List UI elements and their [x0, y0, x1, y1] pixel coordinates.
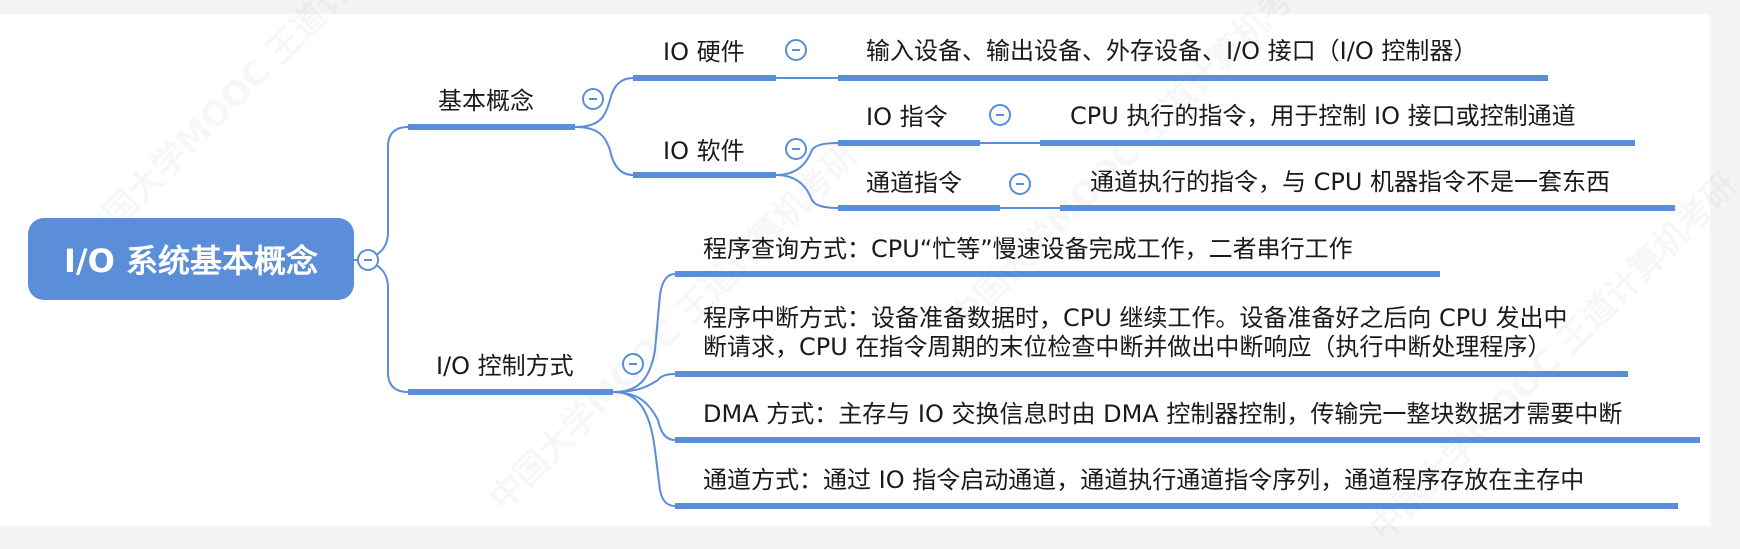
leaf-method-dma[interactable]: DMA 方式：主存与 IO 交换信息时由 DMA 控制器控制，传输完一整块数据才…: [703, 400, 1623, 428]
node-basic-concept[interactable]: 基本概念: [438, 87, 534, 115]
connector-control-method2: [612, 373, 676, 393]
connector-root-control: [353, 259, 409, 393]
collapse-basic-concept-icon[interactable]: [582, 88, 604, 110]
connector-software-channel: [775, 174, 839, 209]
connector-control-method1: [612, 273, 676, 393]
node-channel-instruction[interactable]: 通道指令: [866, 169, 962, 197]
connector-root-basic: [353, 126, 409, 261]
leaf-io-hardware-detail[interactable]: 输入设备、输出设备、外存设备、I/O 接口（I/O 控制器）: [866, 37, 1478, 65]
connector-software-ioinstr: [775, 142, 839, 176]
connector-control-method4: [612, 391, 676, 507]
leaf-method-interrupt-line2[interactable]: 断请求，CPU 在指令周期的末位检查中断并做出中断响应（执行中断处理程序）: [703, 333, 1552, 361]
collapse-channel-instruction-icon[interactable]: [1009, 173, 1031, 195]
leaf-channel-instruction-detail[interactable]: 通道执行的指令，与 CPU 机器指令不是一套东西: [1090, 168, 1611, 196]
node-io-hardware[interactable]: IO 硬件: [663, 38, 745, 66]
leaf-method-polling[interactable]: 程序查询方式：CPU“忙等”慢速设备完成工作，二者串行工作: [703, 235, 1353, 263]
node-io-software[interactable]: IO 软件: [663, 137, 745, 165]
connector-basic-hardware: [574, 77, 634, 128]
connector-control-method3: [612, 391, 676, 441]
collapse-io-software-icon[interactable]: [785, 138, 807, 160]
collapse-io-instruction-icon[interactable]: [989, 104, 1011, 126]
leaf-method-interrupt-line1[interactable]: 程序中断方式：设备准备数据时，CPU 继续工作。设备准备好之后向 CPU 发出中: [703, 304, 1568, 332]
leaf-io-instruction-detail[interactable]: CPU 执行的指令，用于控制 IO 接口或控制通道: [1070, 102, 1576, 130]
node-io-instruction[interactable]: IO 指令: [866, 103, 948, 131]
node-io-control[interactable]: I/O 控制方式: [436, 352, 574, 380]
root-node[interactable]: I/O 系统基本概念: [28, 218, 354, 300]
collapse-root-icon[interactable]: [357, 249, 379, 271]
leaf-method-channel[interactable]: 通道方式：通过 IO 指令启动通道，通道执行通道指令序列，通道程序存放在主存中: [703, 466, 1585, 494]
collapse-io-hardware-icon[interactable]: [785, 39, 807, 61]
connector-basic-software: [574, 126, 634, 176]
root-title: I/O 系统基本概念: [64, 242, 318, 280]
collapse-io-control-icon[interactable]: [622, 353, 644, 375]
